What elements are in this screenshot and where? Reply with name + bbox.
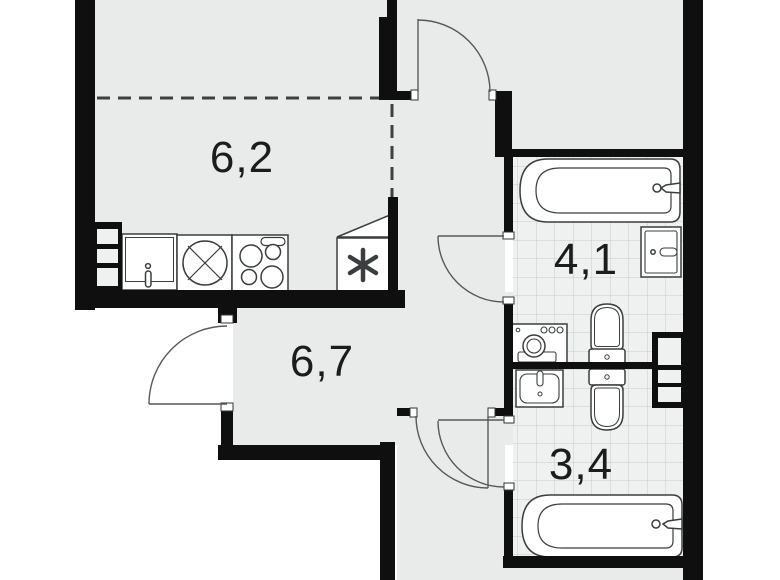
bathroom-left-wall-upper — [504, 157, 513, 232]
shaft-niche — [97, 229, 118, 244]
shaft-niche — [658, 387, 681, 402]
entry-door — [417, 19, 491, 93]
room-label-6-7: 6,7 — [290, 337, 354, 386]
shaft-niche — [97, 268, 118, 286]
entry-door-wall-right — [495, 91, 512, 157]
door-jamb — [220, 402, 234, 412]
kitchen-sink-cabinet — [121, 233, 178, 291]
shaft-niche — [658, 338, 681, 365]
outer-wall-right — [683, 0, 703, 580]
bathroom-3-4-door — [437, 419, 505, 488]
door-jamb — [220, 314, 234, 324]
door-jamb — [487, 407, 496, 418]
bathroom-left-wall-lower — [504, 483, 513, 558]
wall-sink-icon — [640, 226, 682, 278]
bathrooms-divider-wall — [504, 362, 653, 369]
washing-machine-icon — [511, 323, 568, 364]
room-label-4-1: 4,1 — [554, 235, 618, 284]
doors — [148, 19, 505, 489]
entry-door-wall-left — [397, 91, 412, 100]
stove-4-burners-icon — [231, 234, 289, 292]
corridor-left-wall — [380, 442, 395, 580]
partition-wall-lower — [388, 197, 398, 293]
dashed-partitions — [97, 96, 394, 197]
corridor-door-wall-right — [495, 408, 504, 416]
door-jamb — [410, 89, 419, 101]
door-jamb — [502, 296, 515, 305]
bottom-wall — [503, 556, 703, 568]
toilet-icon — [588, 368, 626, 431]
room-label-3-4: 3,4 — [549, 440, 613, 489]
door-jamb — [502, 231, 515, 240]
refrigerator-icon — [336, 213, 391, 293]
bathroom-sink-icon — [515, 369, 564, 408]
bathroom-left-wall-mid — [504, 303, 513, 416]
lower-strip-floor — [505, 568, 683, 580]
outer-wall-left — [75, 0, 95, 310]
room-labels: 6,2 4,1 6,7 3,4 — [210, 133, 618, 489]
corridor-door-wall-left — [397, 408, 410, 416]
hallway-left-door — [148, 325, 228, 405]
kitchen-bottom-wall — [75, 290, 405, 308]
bathtub-icon — [519, 158, 681, 223]
corridor-door — [415, 415, 489, 489]
shaft-niche — [97, 249, 118, 263]
bathroom-4-1-door — [437, 235, 505, 303]
door-jamb — [488, 89, 497, 101]
shaft-niche — [658, 370, 681, 383]
kitchen-round-sink — [176, 234, 233, 292]
floor-gap — [379, 92, 399, 200]
partition-wall — [379, 17, 397, 100]
bathtub-icon — [521, 494, 683, 558]
wall-stub — [221, 411, 233, 447]
door-jamb — [503, 415, 515, 424]
door-jamb — [409, 407, 418, 418]
room-label-6-2: 6,2 — [210, 133, 274, 182]
partition-stub — [387, 0, 397, 20]
hallway-6-7-floor — [233, 292, 513, 445]
door-jamb — [503, 482, 515, 491]
door-jambs — [220, 89, 515, 491]
bathroom-top-wall — [504, 149, 683, 157]
hallway-bottom-wall — [218, 445, 392, 460]
ventilation-shafts — [97, 229, 681, 402]
toilet-icon — [588, 303, 626, 366]
